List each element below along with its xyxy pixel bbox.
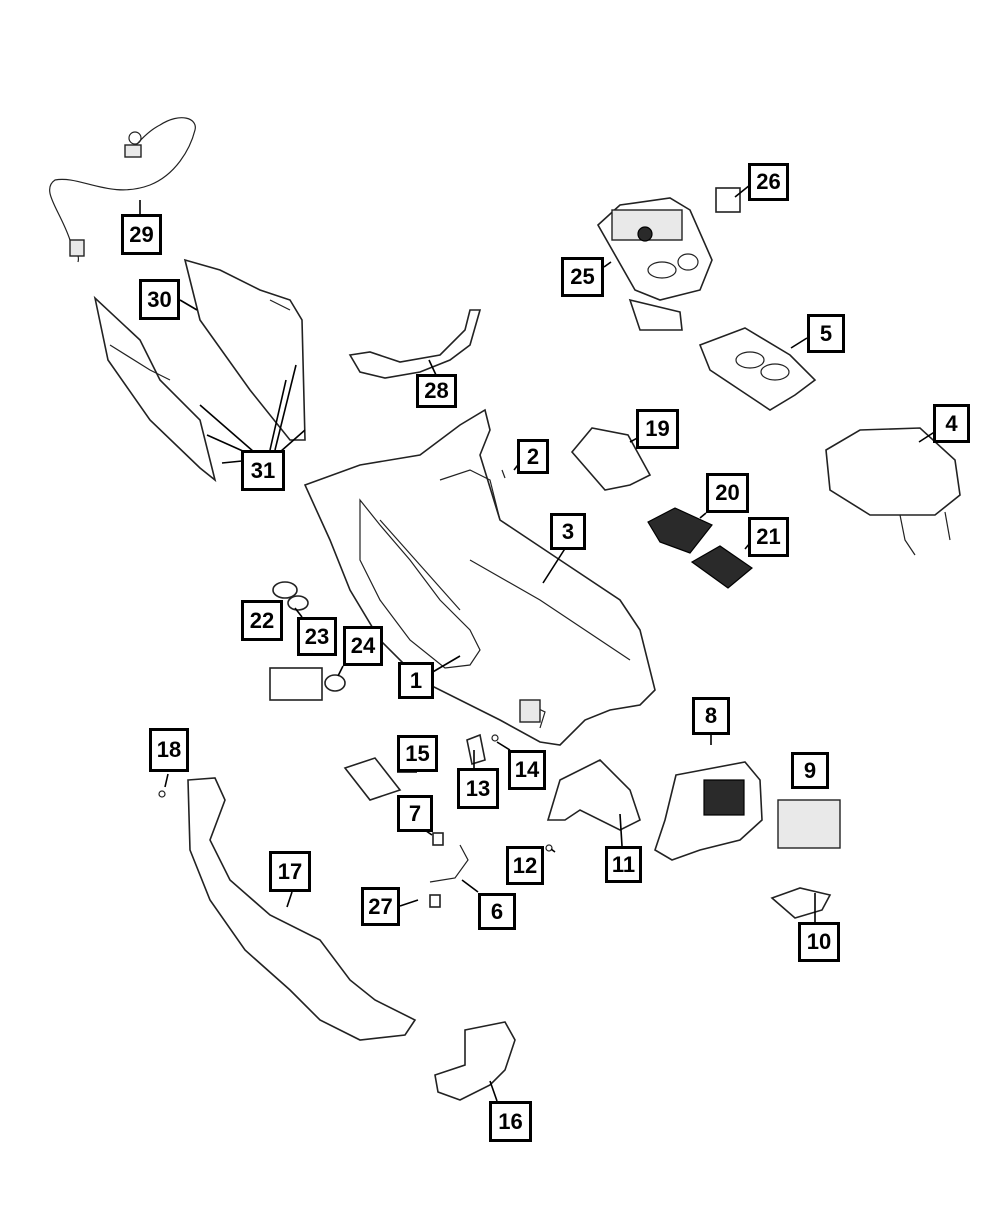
screw-2-part	[501, 469, 506, 479]
callout-22: 22	[241, 600, 283, 641]
rear-vent-part	[777, 799, 841, 849]
switch-part	[715, 187, 741, 213]
callout-27: 27	[361, 887, 400, 926]
callout-10: 10	[798, 922, 840, 962]
callout-29: 29	[121, 214, 162, 255]
callout-13: 13	[457, 768, 499, 809]
bezel-trim-part	[348, 309, 482, 379]
callout-19: 19	[636, 409, 679, 449]
clip-7-part	[432, 832, 444, 846]
callout-5: 5	[807, 314, 845, 353]
callout-14: 14	[508, 750, 546, 790]
callout-25: 25	[561, 257, 604, 297]
callout-28: 28	[416, 374, 457, 408]
callout-3: 3	[550, 513, 586, 550]
mat-19-part	[570, 427, 652, 491]
tray-part	[770, 887, 832, 919]
air-duct-part	[187, 777, 417, 1041]
plug-part	[466, 733, 486, 766]
control-panel-part	[596, 197, 713, 331]
callout-1: 1	[398, 662, 434, 699]
screw-14-part	[491, 734, 499, 742]
screw-18-part	[158, 790, 166, 798]
callout-4: 4	[933, 404, 970, 443]
callout-17: 17	[269, 851, 311, 892]
callout-15: 15	[397, 735, 438, 772]
callout-26: 26	[748, 163, 789, 201]
callout-6: 6	[478, 893, 516, 930]
callout-30: 30	[139, 279, 180, 320]
mat-20-part	[647, 507, 713, 554]
rear-panel-part	[654, 761, 763, 861]
callout-18: 18	[149, 728, 189, 772]
callout-23: 23	[297, 617, 337, 656]
clip-27-part	[429, 894, 441, 908]
callout-20: 20	[706, 473, 749, 513]
callout-12: 12	[506, 846, 544, 885]
usb-harness-part	[429, 844, 469, 883]
bracket-part	[546, 759, 641, 831]
callout-7: 7	[397, 795, 433, 832]
callout-2: 2	[517, 439, 549, 474]
screw-12-part	[545, 844, 553, 852]
cover-part	[343, 757, 402, 801]
callout-24: 24	[343, 626, 383, 666]
callout-9: 9	[791, 752, 829, 789]
mat-21-part	[690, 545, 753, 589]
side-trim-panels-part	[93, 258, 306, 483]
callout-16: 16	[489, 1101, 532, 1142]
armrest-lid-part	[825, 427, 961, 556]
callout-8: 8	[692, 697, 730, 735]
wiring-harness-part	[49, 117, 196, 263]
callout-21: 21	[748, 517, 789, 557]
cupholder-part	[698, 327, 817, 411]
callout-31: 31	[241, 450, 285, 491]
duct-outlet-part	[434, 1021, 516, 1101]
power-outlets-part	[269, 581, 346, 701]
callout-11: 11	[605, 846, 642, 883]
